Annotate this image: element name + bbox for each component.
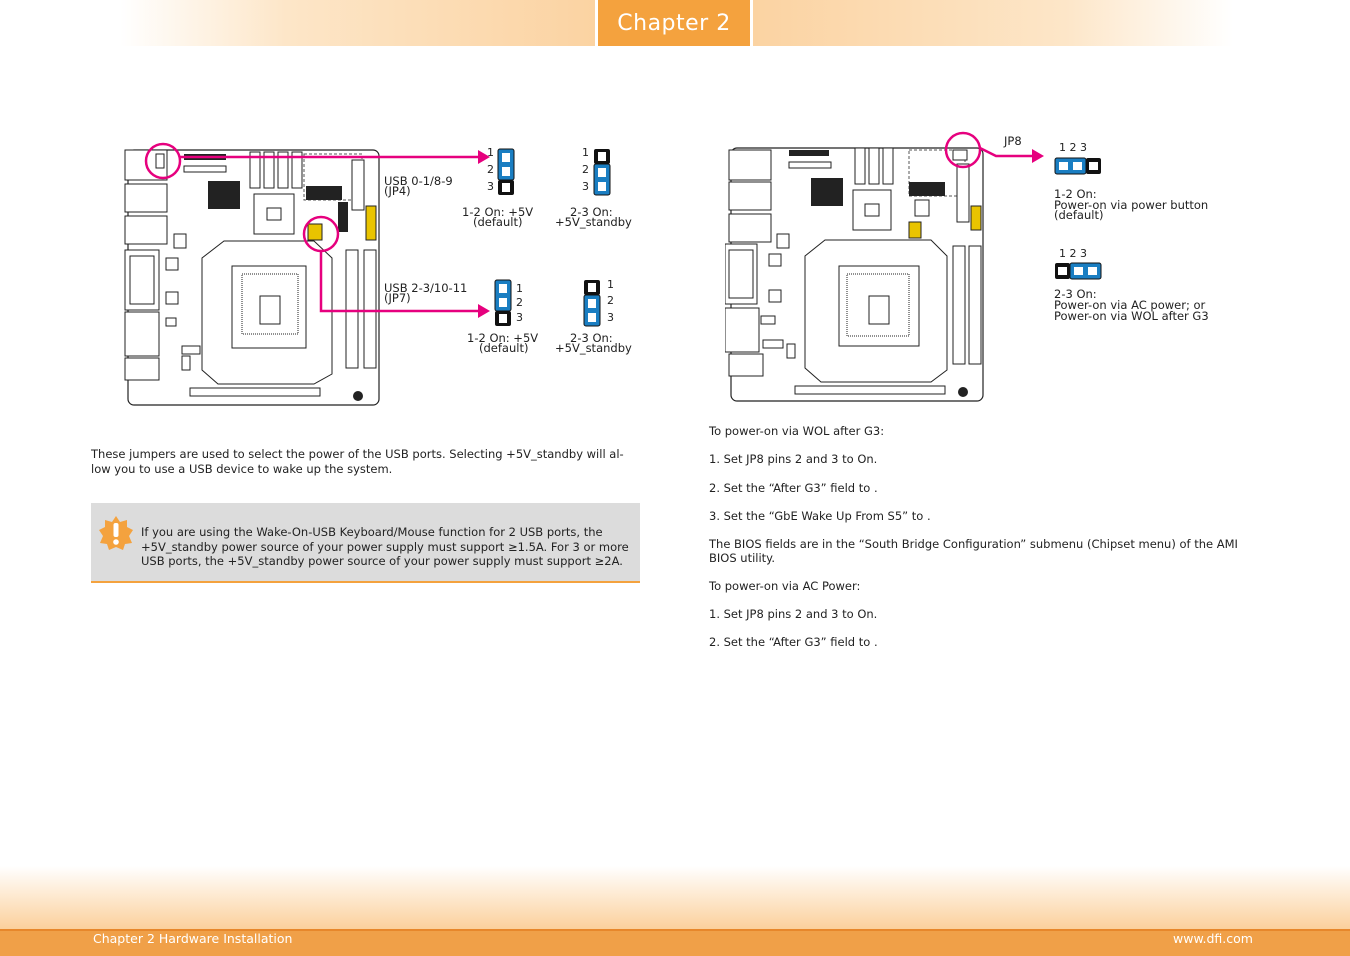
bios-line-1: The BIOS fields are in the “South Bridge… [709,537,1238,551]
jp8-opt2-title: 2-3 On: [1054,287,1097,301]
description-line-1: These jumpers are used to select the pow… [91,447,624,461]
jp4-jumper-12 [497,148,515,195]
right-board-diagram [725,147,984,402]
jp4-opt12-title: 1-2 On: +5V [462,205,534,219]
jp7-id: (JP7) [384,291,411,305]
jp8-opt1-pins: 1 2 3 [1059,141,1087,154]
right-pointer [944,131,1044,169]
wol-step-3: 3. Set the “GbE Wake Up From S5” to . [709,509,931,523]
jp4-b-pin3: 3 [582,180,589,193]
ac-title: To power-on via AC Power: [709,579,861,593]
jp7-b-pin1: 1 [607,278,614,291]
jp4-id: (JP4) [384,184,411,198]
jp7-jumper-12 [494,279,512,326]
left-pointers [144,142,490,318]
note-box [91,503,640,583]
jp7-opt23-sub: +5V_standby [555,341,632,355]
jp7-b-pin3: 3 [607,311,614,324]
jp8-opt2-line1: Power-on via AC power; or [1054,298,1206,312]
jp8-opt1-line1: Power-on via power button [1054,198,1209,212]
jp4-label: USB 0-1/8-9 [384,174,453,188]
jp4-b-pin1: 1 [582,146,589,159]
jp7-opt23-title: 2-3 On: [570,331,613,345]
jp4-a-pin3: 3 [487,180,494,193]
jp7-jumper-23 [583,280,601,327]
jp7-label: USB 2-3/10-11 [384,281,468,295]
jp4-jumper-23 [593,149,611,196]
jp8-opt1-title: 1-2 On: [1054,187,1097,201]
jp8-opt1-line2: (default) [1054,208,1104,222]
warning-icon [99,516,133,550]
ac-step-1: 1. Set JP8 pins 2 and 3 to On. [709,607,878,621]
jp4-opt23-sub: +5V_standby [555,215,632,229]
jp7-opt12-title: 1-2 On: +5V [467,331,539,345]
jp4-a-pin2: 2 [487,163,494,176]
ac-step-2: 2. Set the “After G3” field to . [709,635,878,649]
header-band-right [753,0,1233,46]
jp4-b-pin2: 2 [582,163,589,176]
note-line-3: USB ports, the +5V_standby power source … [141,554,623,568]
jp4-a-pin1: 1 [487,146,494,159]
jp7-opt12-sub: (default) [479,341,529,355]
footer-website-link[interactable]: www.dfi.com [1173,931,1253,946]
jp7-a-pin2: 2 [516,296,523,309]
jp7-a-pin3: 3 [516,311,523,324]
wol-step-1: 1. Set JP8 pins 2 and 3 to On. [709,452,878,466]
jp8-jumper-23 [1055,262,1102,280]
footer-chapter-title: Chapter 2 Hardware Installation [93,931,293,946]
jp8-opt2-pins: 1 2 3 [1059,247,1087,260]
note-line-1: If you are using the Wake-On-USB Keyboar… [141,525,603,539]
description-line-2: low you to use a USB device to wake up t… [91,462,393,476]
header-band-left [120,0,595,46]
jp4-opt23-title: 2-3 On: [570,205,613,219]
jp4-opt12-sub: (default) [473,215,523,229]
jp7-b-pin2: 2 [607,294,614,307]
footer-strip [0,929,1350,956]
note-line-2: +5V_standby power source of your power s… [141,539,629,554]
chapter-tab[interactable]: Chapter 2 [598,0,750,46]
jp8-opt2-line2: Power-on via WOL after G3 [1054,309,1209,323]
jp8-jumper-12 [1054,157,1101,175]
jp8-label: JP8 [1004,134,1022,148]
note-text: If you are using the Wake-On-USB Keyboar… [141,525,637,569]
bios-line-2: BIOS utility. [709,551,776,565]
footer-band [0,866,1350,930]
wol-step-2: 2. Set the “After G3” field to . [709,481,878,495]
wol-title: To power-on via WOL after G3: [709,424,885,438]
jp7-a-pin1: 1 [516,282,523,295]
left-board-diagram [124,149,380,406]
